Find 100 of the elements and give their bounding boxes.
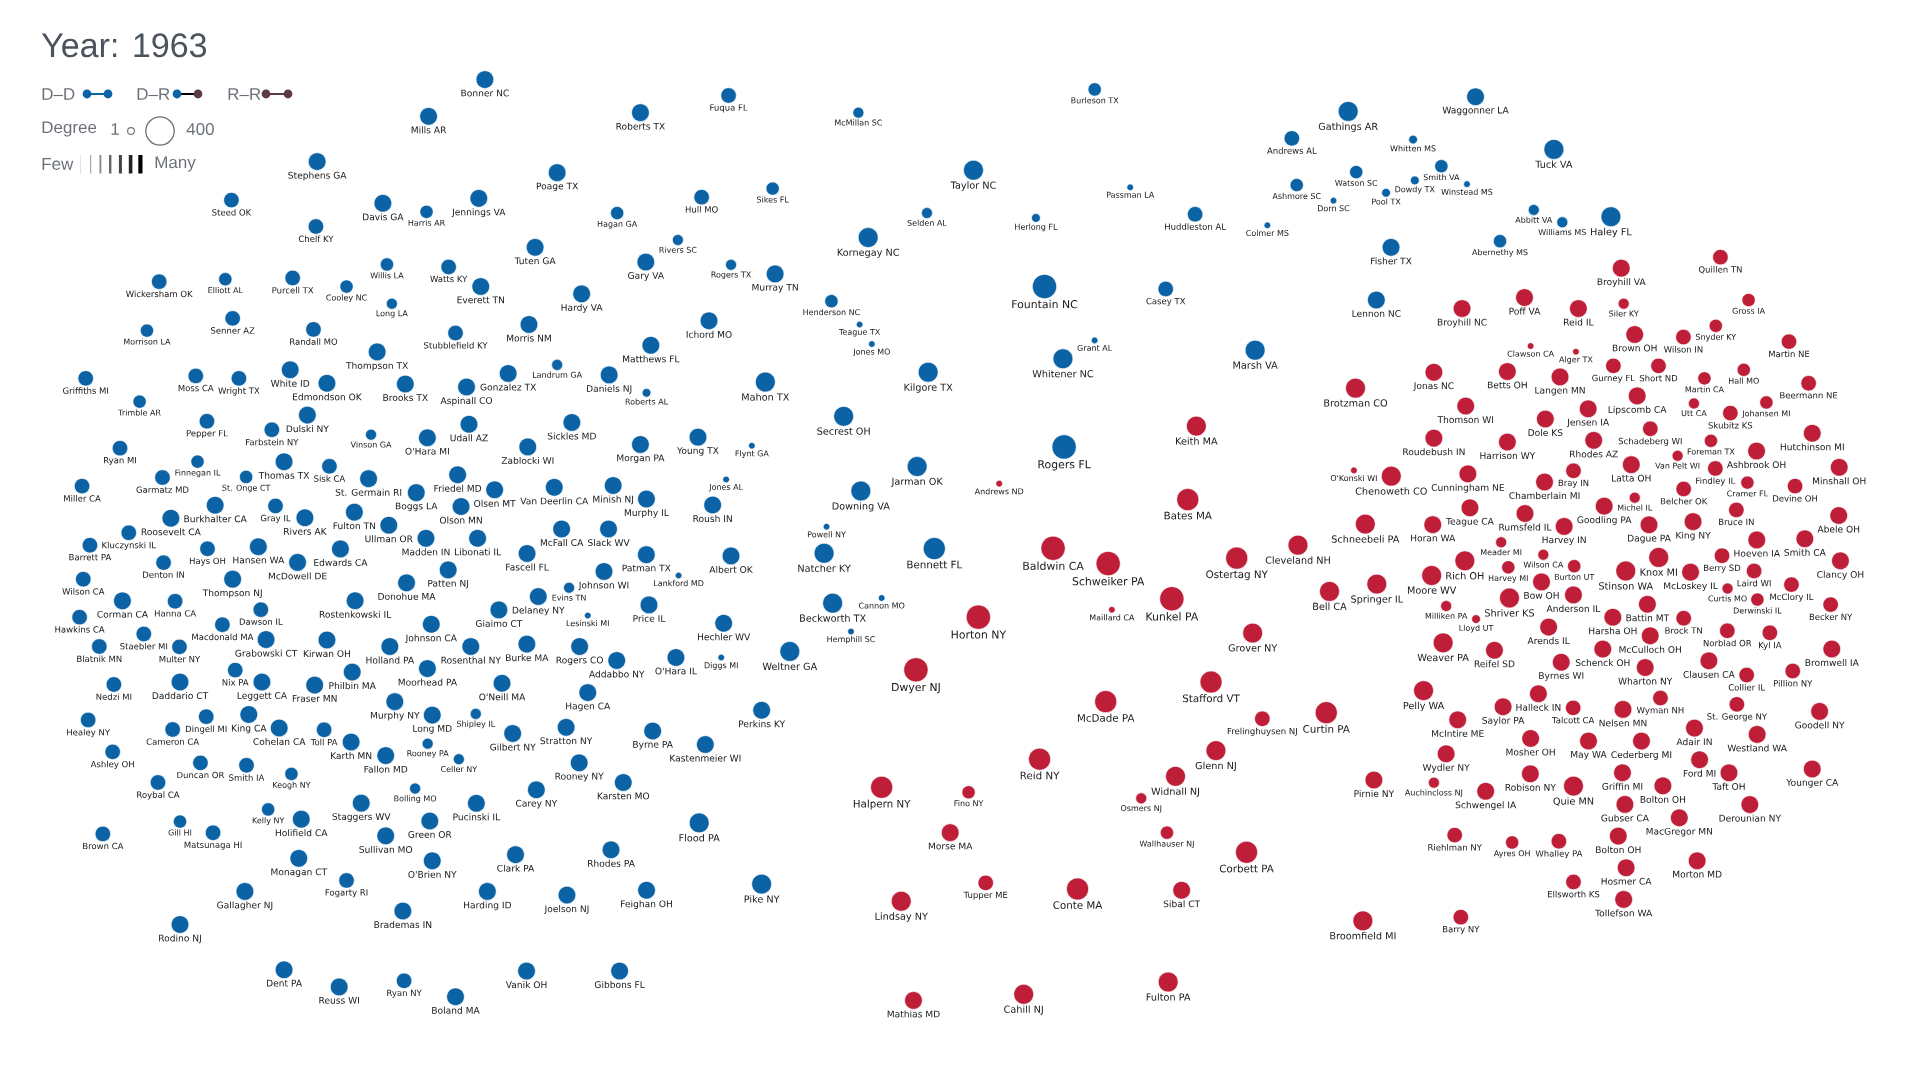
name-label: MacGregor MN	[1646, 827, 1713, 837]
name-label: Hemphill SC	[827, 636, 875, 644]
name-label: Griffin MI	[1602, 782, 1643, 790]
name-label: Kunkel PA	[1146, 612, 1199, 621]
name-label: Feighan OH	[621, 900, 672, 910]
name-label: Pillion NY	[1773, 679, 1813, 687]
name-label: Sikes FL	[757, 196, 789, 203]
name-label: O'Neill MA	[479, 693, 526, 701]
name-label: Wharton NY	[1618, 677, 1673, 685]
name-label: Purcell TX	[272, 286, 314, 294]
name-label: Roudebush IN	[1403, 448, 1465, 456]
name-label: Trimble AR	[118, 409, 161, 416]
name-label: Harsha OH	[1589, 627, 1637, 635]
name-label: Ryan MI	[104, 457, 136, 466]
name-label: Matsunaga HI	[184, 841, 242, 850]
name-label: Burke MA	[506, 654, 549, 662]
name-label: McCulloch OH	[1619, 645, 1681, 653]
name-label: May WA	[1571, 751, 1607, 760]
name-label: Kelly NY	[252, 817, 285, 825]
name-label: Grant AL	[1077, 344, 1113, 351]
name-label: Harding ID	[464, 901, 512, 911]
name-label: Sullivan MO	[359, 845, 413, 853]
name-label: Gilbert NY	[490, 743, 536, 751]
name-label: Pucinski IL	[453, 813, 501, 821]
name-label: Roosevelt CA	[141, 528, 201, 536]
name-label: Williams MS	[1538, 229, 1586, 236]
name-label: Everett TN	[457, 296, 504, 304]
name-label: McLoskey IL	[1664, 582, 1718, 591]
name-label: Quie MN	[1553, 797, 1594, 806]
name-label: Watson SC	[1335, 179, 1378, 186]
name-label: Thompson NJ	[202, 589, 262, 598]
name-label: Kluczynski IL	[102, 541, 156, 550]
name-label: Blatnik MN	[77, 655, 122, 662]
name-label: Brademas IN	[374, 921, 432, 929]
name-label: Brotzman CO	[1324, 399, 1388, 407]
name-label: Jones AL	[708, 484, 743, 492]
name-label: Hanna CA	[154, 610, 197, 617]
name-label: Jennings VA	[451, 208, 506, 218]
name-label: Hoeven IA	[1734, 549, 1780, 557]
name-label: Baldwin CA	[1023, 561, 1084, 570]
name-label: Bow OH	[1524, 591, 1559, 599]
name-label: Nelsen MN	[1599, 719, 1647, 727]
name-label: Vanik OH	[505, 981, 547, 989]
name-label: Horton NY	[951, 630, 1007, 639]
name-label: Schwengel IA	[1455, 801, 1517, 811]
name-label: Roush IN	[693, 515, 732, 523]
name-label: Toll PA	[310, 738, 338, 746]
name-label: Finnegan IL	[175, 469, 221, 478]
name-label: Edmondson OK	[293, 393, 362, 401]
name-label: Fino NY	[954, 800, 984, 807]
name-label: Morton MD	[1673, 870, 1722, 878]
name-label: Joelson NJ	[544, 905, 589, 914]
name-label: Lennon NC	[1352, 310, 1401, 317]
name-label: Gurney FL	[1592, 374, 1635, 383]
name-label: Horan WA	[1411, 534, 1456, 542]
name-label: Bray IN	[1558, 479, 1589, 488]
name-label: Healey NY	[67, 728, 110, 738]
name-label: Abbitt VA	[1515, 216, 1553, 223]
name-label: O'Hara IL	[655, 667, 697, 675]
name-label: Burkhalter CA	[184, 515, 247, 523]
name-label: Wilson CA	[62, 588, 105, 595]
name-label: Morris NM	[507, 334, 551, 342]
name-label: Norblad OR	[1703, 639, 1752, 647]
name-label: Keith MA	[1176, 437, 1218, 445]
name-label: Sickles MD	[547, 432, 596, 440]
name-label: Pepper FL	[186, 430, 228, 439]
name-label: Snyder KY	[1696, 333, 1737, 342]
name-label: Alger TX	[1559, 356, 1593, 364]
name-label: Aspinall CO	[440, 396, 493, 406]
name-label: Collier IL	[1728, 683, 1766, 691]
name-label: Elliott AL	[208, 287, 243, 294]
name-label: Leggett CA	[237, 692, 287, 701]
name-label: Dwyer NJ	[892, 683, 940, 694]
name-label: Weaver PA	[1417, 653, 1469, 662]
name-label: McClory IL	[1770, 593, 1814, 602]
name-label: Philbin MA	[329, 682, 376, 690]
name-label: Landrum GA	[533, 371, 582, 378]
name-label: Broomfield MI	[1330, 931, 1396, 940]
name-label: Ichord MO	[686, 330, 732, 338]
name-label: Siler KY	[1609, 310, 1639, 317]
name-label: Hawkins CA	[55, 626, 105, 633]
name-label: Latta OH	[1612, 474, 1651, 482]
name-label: Chenoweth CO	[1355, 487, 1427, 495]
name-label: Kyl IA	[1759, 641, 1782, 650]
scale-label: 400	[186, 122, 214, 135]
name-label: Nix PA	[222, 679, 249, 686]
name-label: Karth MN	[331, 752, 372, 760]
name-label: Dulski NY	[286, 425, 329, 433]
name-label: Teague CA	[1446, 517, 1494, 527]
name-label: McDade PA	[1077, 713, 1135, 722]
name-label: Reuss WI	[319, 996, 359, 1004]
name-label: Schneebeli PA	[1331, 535, 1400, 543]
name-label: Boland MA	[432, 1006, 480, 1014]
name-label: Teague TX	[838, 329, 880, 337]
name-label: Fountain NC	[1012, 299, 1078, 309]
name-label: Matthews FL	[623, 355, 680, 363]
scale-label: 1	[111, 123, 119, 135]
name-label: Gill HI	[168, 829, 192, 836]
name-label: Ford MI	[1683, 769, 1716, 777]
name-label: Carey NY	[516, 799, 558, 809]
